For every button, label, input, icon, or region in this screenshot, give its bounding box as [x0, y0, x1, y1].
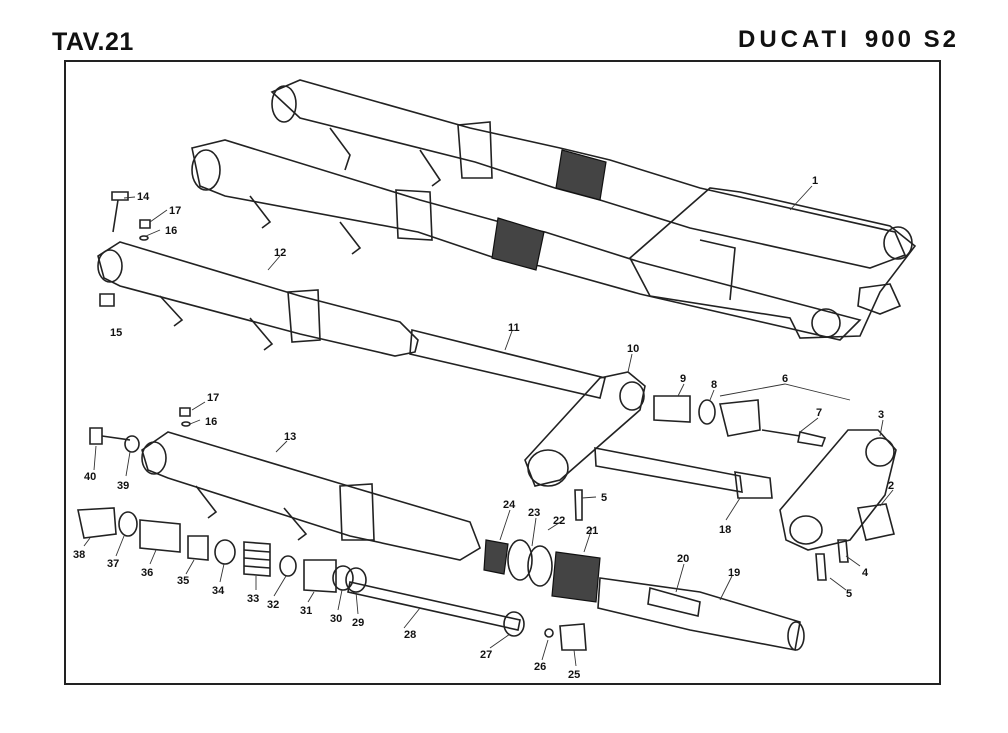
- ball-26: [544, 628, 554, 638]
- tube-36: [139, 519, 181, 553]
- callout-16-lower: 16: [205, 416, 217, 428]
- callout-23: 23: [528, 507, 540, 519]
- callout-27: 27: [480, 649, 492, 661]
- callout-28: 28: [404, 629, 416, 641]
- bush-31: [303, 559, 337, 593]
- callout-11: 11: [508, 322, 520, 334]
- callout-12: 12: [274, 247, 286, 259]
- piston-27: [503, 611, 525, 637]
- callout-36: 36: [141, 567, 153, 579]
- callout-6: 6: [782, 373, 788, 385]
- callout-3: 3: [878, 409, 884, 421]
- callout-25: 25: [568, 669, 580, 681]
- lower-clamp-10: [524, 371, 646, 487]
- plate-number: TAV.21: [52, 28, 134, 56]
- bush-9: [653, 395, 691, 423]
- ducati-logo: DUCATI: [738, 26, 851, 53]
- callout-13: 13: [284, 431, 296, 443]
- callout-5-upper: 5: [601, 492, 607, 504]
- nut-25: [559, 623, 587, 651]
- callout-8: 8: [711, 379, 717, 391]
- callout-10: 10: [627, 343, 639, 355]
- callout-37: 37: [107, 558, 119, 570]
- stanchion-tube-11: [409, 328, 606, 399]
- callout-38: 38: [73, 549, 85, 561]
- callout-21: 21: [586, 525, 598, 537]
- callout-26: 26: [534, 661, 546, 673]
- circlip-29-30: [332, 565, 367, 593]
- callout-2: 2: [888, 480, 894, 492]
- callout-32: 32: [267, 599, 279, 611]
- fork-leg-13: [141, 431, 481, 561]
- callout-31: 31: [300, 605, 312, 617]
- callout-20: 20: [677, 553, 689, 565]
- callout-1: 1: [812, 175, 818, 187]
- callout-30: 30: [330, 613, 342, 625]
- nut-15: [99, 293, 115, 307]
- fork-leg-12: [97, 241, 419, 357]
- screw-17-16: [139, 219, 191, 427]
- fork-assembly-front-leg: [191, 139, 862, 341]
- callout-17-upper: 17: [169, 205, 181, 217]
- callout-34: 34: [212, 585, 225, 597]
- callout-4: 4: [862, 567, 869, 579]
- bolt-5-lower: [815, 553, 827, 581]
- callout-19: 19: [728, 567, 740, 579]
- washer-39: [124, 435, 140, 453]
- spring-20: [647, 586, 701, 617]
- callout-33: 33: [247, 593, 259, 605]
- callout-14: 14: [137, 191, 150, 203]
- callout-29: 29: [352, 617, 364, 629]
- diagram-frame: [64, 60, 941, 685]
- steering-stem-18: [594, 447, 773, 499]
- callout-39: 39: [117, 480, 129, 492]
- damper-rod-28: [347, 581, 521, 631]
- leader-lines: [83, 185, 894, 667]
- slider-19: [597, 577, 805, 651]
- callout-15: 15: [110, 327, 122, 339]
- bush-35: [187, 535, 209, 561]
- callout-35: 35: [177, 575, 189, 587]
- washer-32: [279, 555, 297, 577]
- callout-18: 18: [719, 524, 731, 536]
- triple-clamp-assembled: [628, 187, 917, 339]
- brand-header: DUCATI 900 S2: [738, 26, 959, 54]
- callout-40: 40: [84, 471, 96, 483]
- bolt-4: [837, 539, 849, 563]
- spring-33: [243, 541, 271, 577]
- seal-21: [551, 551, 601, 603]
- fork-assembly-rear-leg: [270, 79, 907, 269]
- callout-7: 7: [816, 407, 822, 419]
- callout-numbers: 1 2 3 4 5 5 6 7 8 9 10 11 12 13 14 15 16…: [73, 175, 894, 681]
- callout-17-lower: 17: [207, 392, 219, 404]
- adjuster-6: [719, 399, 827, 447]
- callout-9: 9: [680, 373, 686, 385]
- bush-24: [483, 539, 509, 575]
- circlip-37: [118, 511, 138, 537]
- circlip-34: [214, 539, 236, 565]
- o-ring-8: [698, 399, 716, 425]
- ring-22-23: [507, 539, 553, 587]
- callout-5-lower: 5: [846, 588, 852, 600]
- callout-22: 22: [553, 515, 565, 527]
- callout-16-upper: 16: [165, 225, 177, 237]
- cap-nut-2: [857, 503, 895, 541]
- bolt-5-upper: [574, 489, 583, 521]
- bolt-40: [89, 427, 131, 445]
- bolt-14: [111, 191, 129, 233]
- model-name: 900 S2: [864, 26, 959, 53]
- cap-38: [77, 507, 117, 539]
- top-clamp-3: [779, 429, 897, 551]
- callout-24: 24: [503, 499, 516, 511]
